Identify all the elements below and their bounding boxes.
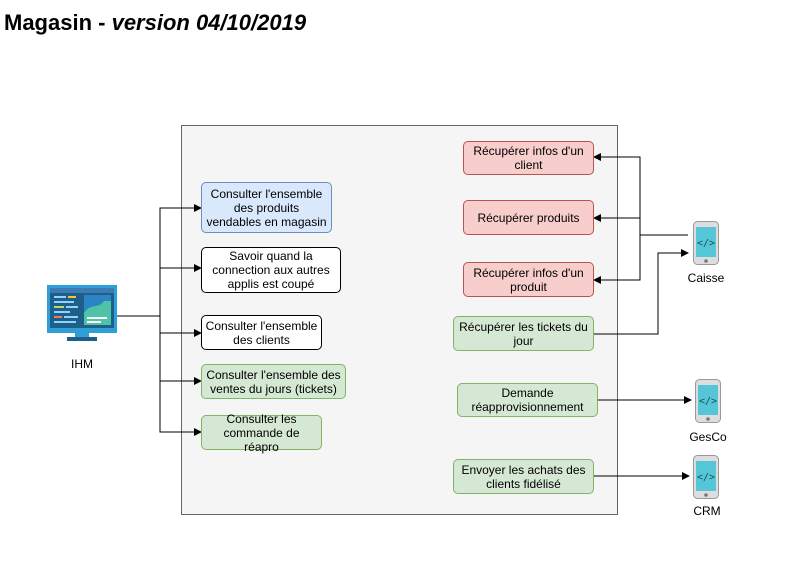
gesco-phone-icon: </>: [695, 379, 721, 423]
crm-phone-icon: </>: [693, 455, 719, 499]
label-ihm: IHM: [71, 357, 93, 371]
edge-ihm-ventes: [159, 316, 202, 385]
svg-text:</>: </>: [697, 238, 715, 249]
label-gesco: GesCo: [689, 430, 727, 444]
label-crm: CRM: [693, 504, 721, 518]
monitor-icon: [47, 285, 117, 341]
box-recuperer-produits: Récupérer produits: [463, 200, 594, 235]
title-main: Magasin -: [4, 10, 112, 35]
box-reapprovisionnement: Demande réapprovisionnement: [457, 383, 598, 417]
title-version: version 04/10/2019: [111, 10, 307, 35]
box-achats-fidelise: Envoyer les achats des clients fidélisé: [453, 459, 594, 494]
edge-ihm-reapro: [159, 381, 202, 436]
diagram-title: Magasin - version 04/10/2019: [4, 10, 306, 36]
box-tickets-jour: Récupérer les tickets du jour: [453, 316, 594, 351]
box-consulter-reapro: Consulter les commande de réapro: [201, 412, 322, 454]
label-caisse: Caisse: [687, 271, 725, 285]
box-savoir-connection: Savoir quand la connection aux autres ap…: [201, 247, 341, 293]
box-consulter-ventes: Consulter l'ensemble des ventes du jours…: [201, 364, 346, 399]
caisse-phone-icon: </>: [693, 221, 719, 265]
box-infos-client: Récupérer infos d'un client: [463, 141, 594, 175]
svg-text:</>: </>: [699, 396, 717, 407]
edge-ihm-clients: [117, 315, 202, 337]
svg-text:</>: </>: [697, 472, 715, 483]
edge-ihm-produits: [117, 204, 202, 317]
edge-tickets-caisse: [594, 249, 689, 335]
edge-caisse-produit: [593, 235, 641, 284]
box-consulter-produits: Consulter l'ensemble des produits vendab…: [201, 182, 332, 233]
box-infos-produit: Récupérer infos d'un produit: [463, 262, 594, 297]
box-consulter-clients: Consulter l'ensemble des clients: [201, 315, 322, 350]
edge-caisse-client: [593, 153, 688, 236]
